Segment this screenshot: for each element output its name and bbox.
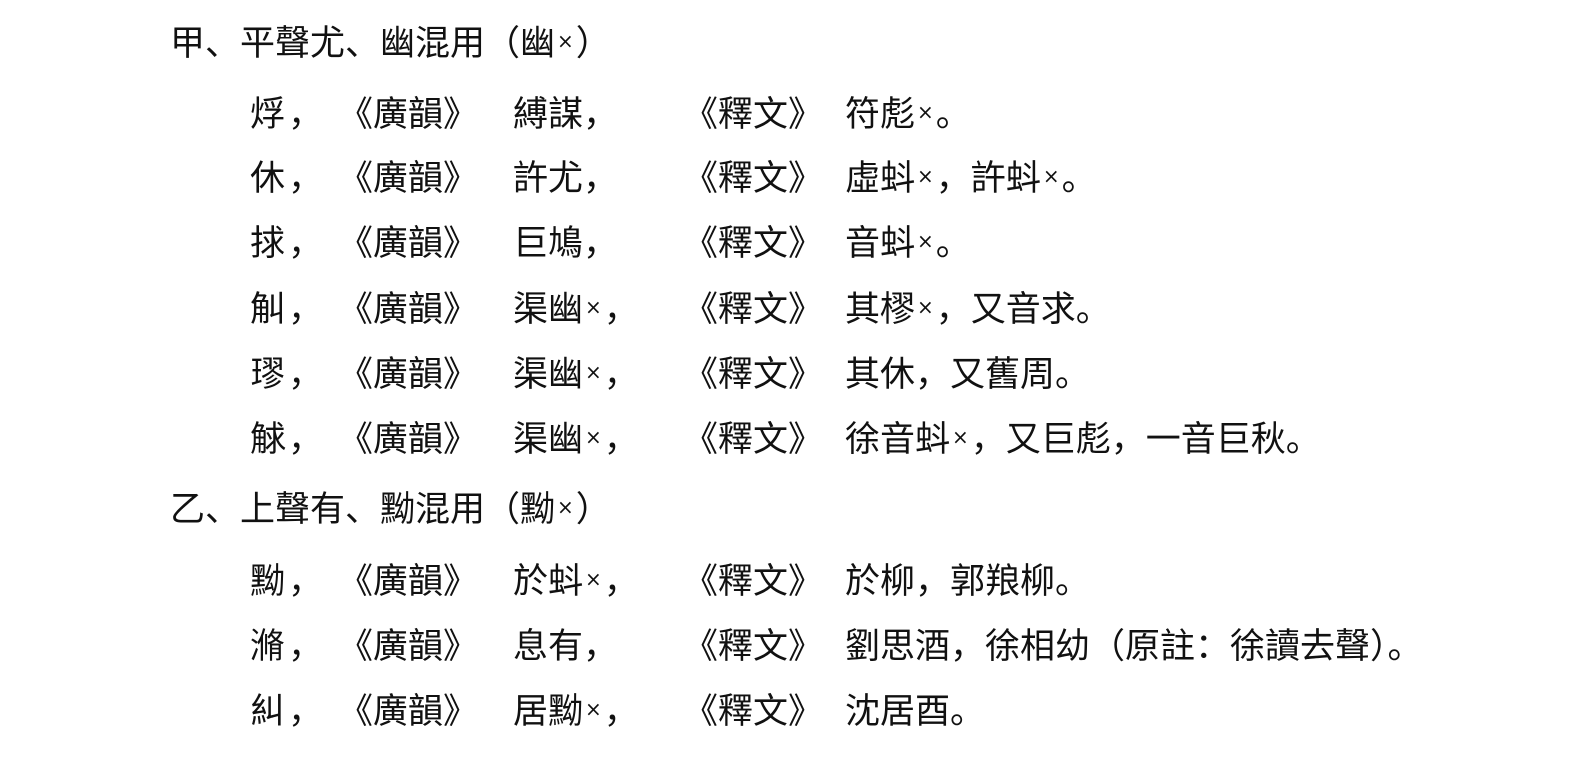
heading-char: 幽 [520, 24, 556, 64]
heading-char: 黝 [520, 490, 556, 530]
shiwen-label: 《釋文》 [683, 692, 824, 732]
guangyun-label: 《廣韻》 [338, 95, 479, 135]
cross-mark: × [557, 495, 574, 519]
entry-row: 滫， 《廣韻》息有，《釋文》劉思酒，徐相幼（原註：徐讀去聲）。 [250, 625, 1431, 669]
shiwen-label: 《釋文》 [683, 627, 824, 667]
entry-char: 觓 [250, 290, 286, 330]
entry-row: 觓， 《廣韻》渠幽×， 《釋文》其樛×，又音求。 [250, 288, 1115, 332]
section-heading: 甲、平聲尤、幽混用（幽×） [170, 22, 611, 66]
guangyun-label: 《廣韻》 [338, 290, 479, 330]
entry-row: 糾， 《廣韻》居黝×， 《釋文》沈居酉。 [250, 690, 993, 734]
entry-char: 休 [250, 159, 286, 199]
cross-mark: × [917, 164, 934, 188]
heading-suffix: ） [575, 490, 611, 530]
entry-comma: ， [288, 627, 324, 667]
entry-char: 黝 [250, 562, 286, 602]
guangyun-value: 許尤， [513, 157, 683, 201]
heading-prefix: 乙、上聲有、黝混用（ [170, 490, 521, 530]
heading-suffix: ） [575, 24, 611, 64]
guangyun-value: 渠幽×， [513, 355, 639, 395]
guangyun-value: 巨鳩， [513, 222, 683, 266]
cross-mark: × [917, 229, 934, 253]
shiwen-value: 其樛×，又音求。 [845, 288, 1115, 332]
entry-row: 休， 《廣韻》許尤，《釋文》虛蚪×，許蚪×。 [250, 157, 1097, 201]
entry-char: 捄 [250, 224, 286, 264]
cross-mark [1321, 425, 1325, 449]
entry-row: 捄， 《廣韻》巨鳩，《釋文》音蚪×。 [250, 222, 975, 266]
cross-mark [971, 229, 975, 253]
shiwen-value: 虛蚪×，許蚪×。 [845, 159, 1097, 199]
entry-row: 璆， 《廣韻》渠幽×， 《釋文》其休，又舊周。 [250, 353, 1098, 397]
cross-mark: × [585, 425, 602, 449]
heading-prefix: 甲、平聲尤、幽混用（ [170, 24, 521, 64]
entry-row: 觩， 《廣韻》渠幽×， 《釋文》徐音蚪×，又巨彪，一音巨秋。 [250, 418, 1325, 462]
cross-mark: × [557, 29, 574, 53]
cross-mark [1094, 567, 1098, 591]
entry-char: 璆 [250, 355, 286, 395]
entry-row: 烰， 《廣韻》縛謀，《釋文》符彪×。 [250, 93, 975, 137]
entry-comma: ， [288, 95, 324, 135]
guangyun-label: 《廣韻》 [338, 692, 479, 732]
guangyun-value: 居黝×， [513, 692, 639, 732]
cross-mark: × [585, 567, 602, 591]
cross-mark: × [585, 360, 602, 384]
cross-mark: × [585, 697, 602, 721]
shiwen-value: 於柳，郭羪柳。 [845, 560, 1098, 604]
entry-comma: ， [288, 224, 324, 264]
guangyun-value: 縛謀， [513, 93, 683, 137]
entry-char: 觩 [250, 420, 286, 460]
shiwen-label: 《釋文》 [683, 562, 824, 602]
shiwen-value: 徐音蚪×，又巨彪，一音巨秋。 [845, 418, 1325, 462]
shiwen-value: 符彪×。 [845, 93, 975, 137]
cross-mark [618, 100, 622, 124]
cross-mark: × [952, 425, 969, 449]
guangyun-label: 《廣韻》 [338, 159, 479, 199]
guangyun-label: 《廣韻》 [338, 562, 479, 602]
cross-mark [618, 164, 622, 188]
cross-mark [1423, 632, 1427, 656]
section-heading: 乙、上聲有、黝混用（黝×） [170, 488, 611, 532]
shiwen-label: 《釋文》 [683, 420, 824, 460]
guangyun-label: 《廣韻》 [338, 627, 479, 667]
shiwen-label: 《釋文》 [683, 355, 824, 395]
entry-row: 黝， 《廣韻》於蚪×， 《釋文》於柳，郭羪柳。 [250, 560, 1098, 604]
cross-mark [618, 229, 622, 253]
entry-comma: ， [288, 562, 324, 602]
guangyun-label: 《廣韻》 [338, 420, 479, 460]
cross-mark [1111, 295, 1115, 319]
entry-comma: ， [288, 290, 324, 330]
shiwen-label: 《釋文》 [683, 95, 824, 135]
shiwen-value: 劉思酒，徐相幼（原註：徐讀去聲）。 [845, 625, 1431, 669]
cross-mark: × [585, 295, 602, 319]
entry-comma: ， [288, 355, 324, 395]
shiwen-value: 音蚪×。 [845, 222, 975, 266]
cross-mark: × [917, 295, 934, 319]
guangyun-value: 於蚪×， [513, 562, 639, 602]
entry-char: 糾 [250, 692, 286, 732]
guangyun-label: 《廣韻》 [338, 224, 479, 264]
guangyun-value: 息有， [513, 625, 683, 669]
shiwen-value: 其休，又舊周。 [845, 353, 1098, 397]
cross-mark [1094, 360, 1098, 384]
cross-mark [618, 632, 622, 656]
entry-comma: ， [288, 159, 324, 199]
entry-comma: ， [288, 420, 324, 460]
entry-char: 烰 [250, 95, 286, 135]
shiwen-value: 沈居酉。 [845, 690, 993, 734]
cross-mark [1427, 632, 1431, 656]
cross-mark [971, 100, 975, 124]
cross-mark [989, 697, 993, 721]
cross-mark: × [917, 100, 934, 124]
shiwen-label: 《釋文》 [683, 290, 824, 330]
shiwen-label: 《釋文》 [683, 159, 824, 199]
shiwen-label: 《釋文》 [683, 224, 824, 264]
entry-comma: ， [288, 692, 324, 732]
cross-mark: × [1042, 164, 1060, 188]
guangyun-value: 渠幽×， [513, 290, 639, 330]
entry-char: 滫 [250, 627, 286, 667]
guangyun-value: 渠幽×， [513, 420, 639, 460]
guangyun-label: 《廣韻》 [338, 355, 479, 395]
